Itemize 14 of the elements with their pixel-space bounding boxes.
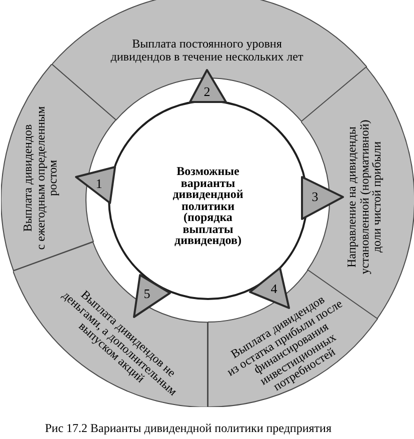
marker-number: 1 [96,178,102,190]
ring-segment [52,0,367,122]
segment-text: Выплата постоянного уровня дивидендов в течение нескольких лет [110,38,304,62]
figure-caption: Рис 17.2 Варианты дивидендной политики предприятия [45,421,332,435]
triangle-marker [189,69,227,103]
ring-segment [1,64,116,271]
triangle-marker [75,166,116,204]
triangle-marker [301,176,344,220]
marker-number: 5 [144,288,150,300]
triangle-marker [133,274,171,318]
marker-number: 3 [312,190,318,204]
marker-number: 2 [204,86,210,98]
center-text: Возможные варианты дивидендной политики (порядка выплаты дивидендов) [172,166,244,246]
marker-number: 4 [270,282,278,296]
